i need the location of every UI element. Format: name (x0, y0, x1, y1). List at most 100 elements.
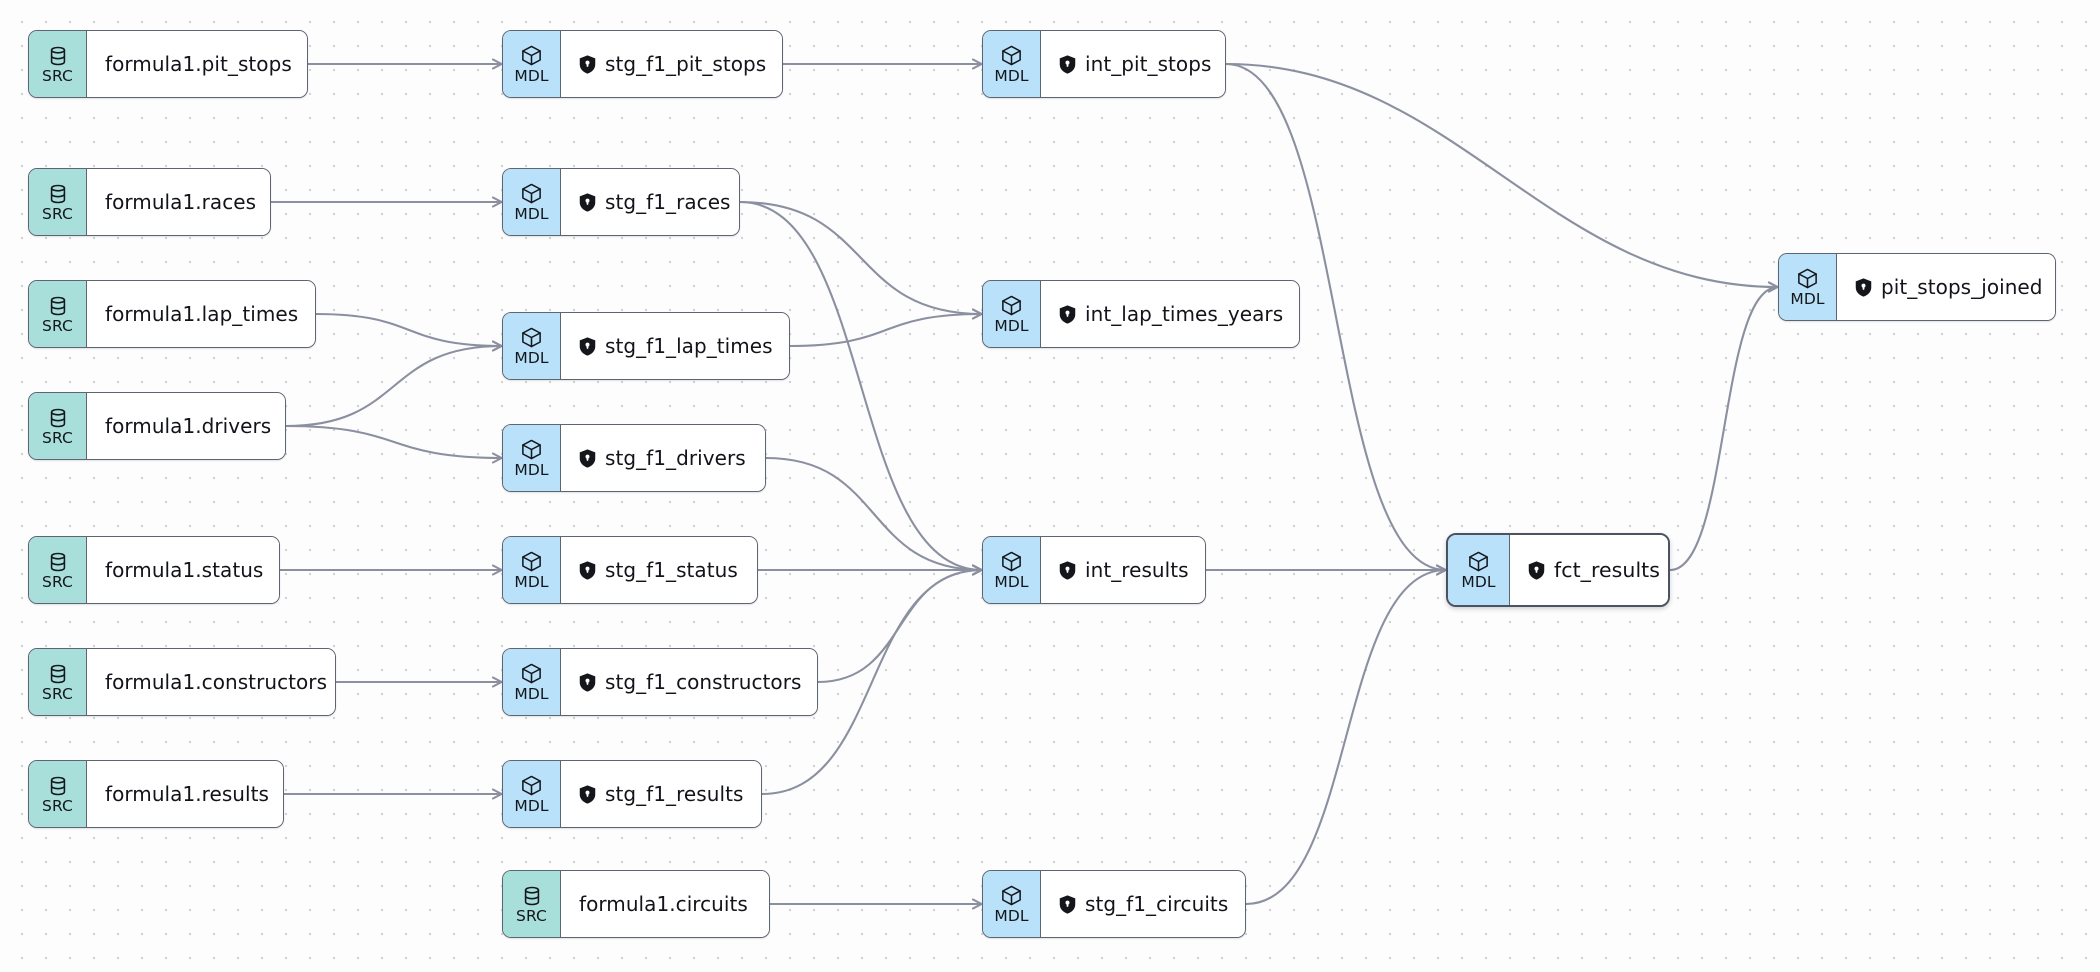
node-label: formula1.constructors (105, 670, 328, 694)
node-body[interactable]: stg_f1_constructors (561, 649, 817, 715)
database-cylinder-icon (47, 551, 69, 573)
cube-icon (1796, 267, 1819, 290)
cube-icon (1467, 550, 1490, 573)
node-label: stg_f1_circuits (1085, 892, 1229, 916)
node-body[interactable]: formula1.pit_stops (87, 31, 307, 97)
lineage-node-stg_results[interactable]: MDL stg_f1_results (502, 760, 762, 828)
src-type-badge: SRC (29, 761, 87, 827)
node-body[interactable]: formula1.constructors (87, 649, 335, 715)
node-body[interactable]: stg_f1_circuits (1041, 871, 1245, 937)
src-type-badge: SRC (503, 871, 561, 937)
node-type-label: MDL (994, 573, 1029, 591)
lineage-edge-stg_races-to-int_results (738, 200, 984, 572)
node-body[interactable]: stg_f1_pit_stops (561, 31, 782, 97)
node-label: formula1.races (105, 190, 257, 214)
node-body[interactable]: pit_stops_joined (1837, 254, 2055, 320)
node-label: int_pit_stops (1085, 52, 1212, 76)
shield-lock-icon (1059, 560, 1076, 580)
src-type-badge: SRC (29, 649, 87, 715)
edge-arrowhead (971, 58, 984, 70)
node-label: stg_f1_constructors (605, 670, 802, 694)
node-body[interactable]: formula1.lap_times (87, 281, 315, 347)
database-cylinder-icon (47, 775, 69, 797)
lineage-node-stg_races[interactable]: MDL stg_f1_races (502, 168, 740, 236)
shield-lock-icon (1855, 277, 1872, 297)
edge-arrowhead (971, 564, 984, 576)
node-body[interactable]: stg_f1_drivers (561, 425, 765, 491)
mdl-type-badge: MDL (503, 537, 561, 603)
node-label: formula1.circuits (579, 892, 748, 916)
node-body[interactable]: int_results (1041, 537, 1205, 603)
node-body[interactable]: stg_f1_results (561, 761, 761, 827)
shield-lock-icon (579, 672, 596, 692)
cube-icon (520, 326, 543, 349)
lineage-node-stg_status[interactable]: MDL stg_f1_status (502, 536, 758, 604)
lineage-node-stg_circuits[interactable]: MDL stg_f1_circuits (982, 870, 1246, 938)
lineage-node-stg_pit_stops[interactable]: MDL stg_f1_pit_stops (502, 30, 783, 98)
database-cylinder-icon (47, 663, 69, 685)
shield-lock-icon (579, 336, 596, 356)
edge-arrowhead (971, 898, 984, 910)
lineage-node-int_lap_times_years[interactable]: MDL int_lap_times_years (982, 280, 1300, 348)
node-body[interactable]: int_lap_times_years (1041, 281, 1299, 347)
database-cylinder-icon (47, 183, 69, 205)
node-body[interactable]: formula1.circuits (561, 871, 769, 937)
node-type-label: SRC (42, 796, 73, 815)
lineage-edge-src_drivers-to-stg_lap_times (284, 344, 504, 428)
node-label: stg_f1_status (605, 558, 738, 582)
edge-arrowhead (971, 308, 984, 320)
lineage-node-pit_stops_joined[interactable]: MDL pit_stops_joined (1778, 253, 2056, 321)
node-type-label: MDL (994, 907, 1029, 925)
node-label: pit_stops_joined (1881, 275, 2043, 299)
lineage-node-int_results[interactable]: MDL int_results (982, 536, 1206, 604)
edge-arrowhead (971, 564, 984, 576)
shield-lock-icon (1059, 894, 1076, 914)
node-type-label: SRC (516, 906, 547, 925)
mdl-type-badge: MDL (983, 871, 1041, 937)
lineage-node-fct_results[interactable]: MDL fct_results (1446, 533, 1670, 607)
mdl-type-badge: MDL (983, 281, 1041, 347)
node-body[interactable]: formula1.status (87, 537, 279, 603)
node-label: stg_f1_lap_times (605, 334, 773, 358)
node-body[interactable]: stg_f1_lap_times (561, 313, 789, 379)
lineage-node-src_results[interactable]: SRC formula1.results (28, 760, 284, 828)
node-type-label: SRC (42, 684, 73, 703)
lineage-node-src_constructors[interactable]: SRC formula1.constructors (28, 648, 336, 716)
lineage-node-stg_lap_times[interactable]: MDL stg_f1_lap_times (502, 312, 790, 380)
lineage-edge-stg_races-to-int_lap_times_years (738, 200, 984, 316)
node-type-label: MDL (514, 797, 549, 815)
node-type-label: MDL (1461, 573, 1496, 591)
lineage-edge-stg_constructors-to-int_results (816, 568, 984, 684)
database-cylinder-icon (47, 45, 69, 67)
cube-icon (1000, 44, 1023, 67)
shield-lock-icon (579, 54, 596, 74)
node-type-label: MDL (1790, 290, 1825, 308)
node-body[interactable]: formula1.races (87, 169, 270, 235)
cube-icon (520, 438, 543, 461)
node-body[interactable]: fct_results (1510, 535, 1668, 605)
mdl-type-badge: MDL (503, 313, 561, 379)
node-body[interactable]: int_pit_stops (1041, 31, 1225, 97)
src-type-badge: SRC (29, 393, 87, 459)
node-body[interactable]: stg_f1_races (561, 169, 739, 235)
lineage-node-stg_constructors[interactable]: MDL stg_f1_constructors (502, 648, 818, 716)
edge-arrowhead (971, 308, 984, 320)
node-body[interactable]: formula1.results (87, 761, 283, 827)
node-body[interactable]: formula1.drivers (87, 393, 285, 459)
lineage-node-src_circuits[interactable]: SRC formula1.circuits (502, 870, 770, 938)
lineage-node-stg_drivers[interactable]: MDL stg_f1_drivers (502, 424, 766, 492)
edge-arrowhead (971, 564, 984, 576)
mdl-type-badge: MDL (983, 31, 1041, 97)
edge-arrowhead (491, 788, 504, 800)
lineage-node-int_pit_stops[interactable]: MDL int_pit_stops (982, 30, 1226, 98)
edge-arrowhead (971, 564, 984, 576)
cube-icon (1000, 294, 1023, 317)
shield-lock-icon (1528, 560, 1545, 580)
node-body[interactable]: stg_f1_status (561, 537, 757, 603)
